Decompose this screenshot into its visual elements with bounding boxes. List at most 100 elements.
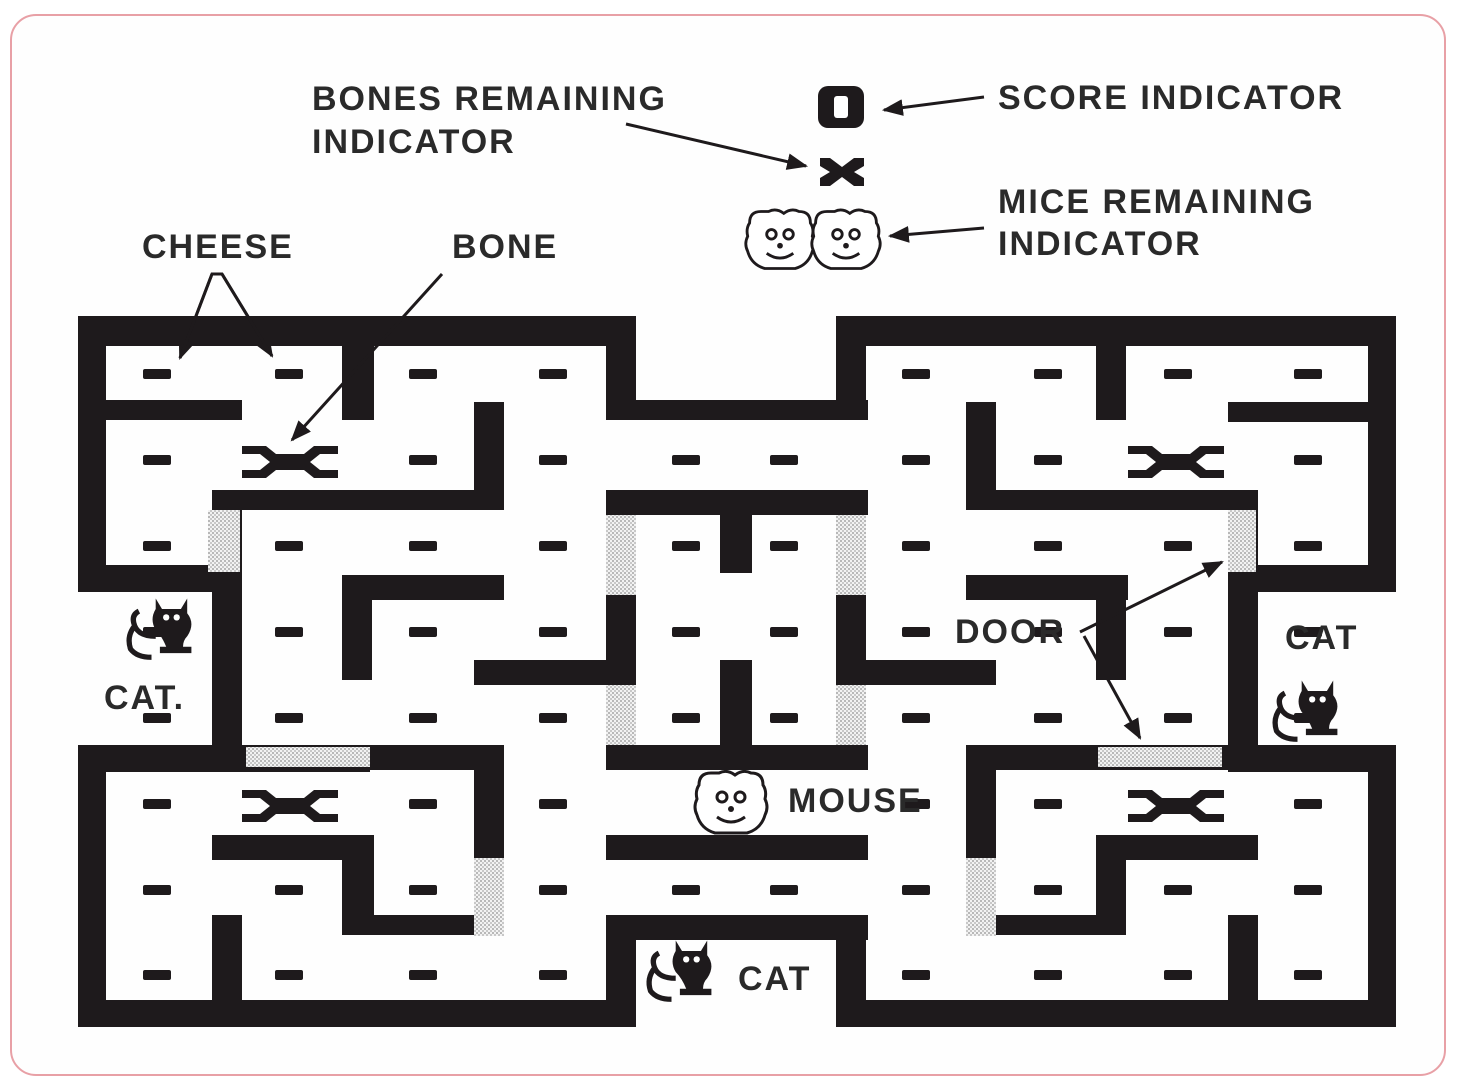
cheese-icon <box>1164 885 1192 895</box>
maze-wall <box>78 316 106 592</box>
cheese-icon <box>143 885 171 895</box>
maze-wall <box>606 915 868 940</box>
maze-wall <box>836 1000 1396 1027</box>
cheese-icon <box>409 799 437 809</box>
cheese-icon <box>902 885 930 895</box>
cheese-icon <box>409 885 437 895</box>
cheese-icon <box>1164 713 1192 723</box>
cheese-icon <box>1164 627 1192 637</box>
cheese-icon <box>275 541 303 551</box>
cheese-icon <box>143 541 171 551</box>
maze-wall <box>606 490 868 515</box>
cheese-icon <box>770 541 798 551</box>
cheese-icon <box>902 541 930 551</box>
cheese-icon <box>672 541 700 551</box>
bones-remaining-label-line1: BONES REMAINING <box>312 78 667 120</box>
cheese-icon <box>1294 455 1322 465</box>
cheese-icon <box>902 455 930 465</box>
cheese-icon <box>902 369 930 379</box>
door <box>246 747 370 767</box>
maze-wall <box>212 915 242 1027</box>
callout-arrow <box>890 228 984 236</box>
door <box>836 515 866 595</box>
door <box>208 510 240 572</box>
bone-label: BONE <box>452 226 558 268</box>
mice-remaining-icon <box>812 210 880 269</box>
cheese-icon <box>409 455 437 465</box>
cheese-icon <box>1034 455 1062 465</box>
mice-remaining-label-line1: MICE REMAINING <box>998 181 1315 223</box>
cheese-icon <box>672 455 700 465</box>
cheese-icon <box>275 713 303 723</box>
maze-wall <box>720 515 752 573</box>
cheese-icon <box>539 369 567 379</box>
bones-remaining-label-line2: INDICATOR <box>312 121 516 163</box>
maze-wall <box>966 490 1258 510</box>
cheese-icon <box>1034 369 1062 379</box>
bone-icon <box>242 446 338 478</box>
door <box>836 685 866 745</box>
cat-label-right: CAT <box>1285 617 1358 659</box>
cheese-label: CHEESE <box>142 226 294 268</box>
cheese-icon <box>539 713 567 723</box>
maze-wall <box>606 745 868 770</box>
cheese-icon <box>539 885 567 895</box>
maze-wall <box>1368 316 1396 592</box>
maze-wall <box>720 660 752 745</box>
cheese-icon <box>539 799 567 809</box>
maze-wall <box>1228 402 1368 422</box>
maze-wall <box>78 316 636 346</box>
maze-wall <box>474 660 636 685</box>
cheese-icon <box>1034 970 1062 980</box>
maze-wall <box>996 915 1126 935</box>
cheese-icon <box>1294 970 1322 980</box>
cat-label-left: CAT. <box>104 677 185 719</box>
cat-icon <box>129 599 191 658</box>
maze-wall <box>1368 745 1396 1027</box>
door <box>606 685 636 745</box>
cheese-icon <box>143 970 171 980</box>
cheese-icon <box>143 369 171 379</box>
cheese-icon <box>539 541 567 551</box>
cheese-icon <box>143 455 171 465</box>
mice-remaining-icon <box>746 210 814 269</box>
maze-wall <box>212 490 504 510</box>
callout-arrow <box>884 97 984 110</box>
cheese-icon <box>902 970 930 980</box>
maze-wall <box>106 400 242 420</box>
maze-wall <box>1228 915 1258 1027</box>
cat-icon <box>649 941 711 1000</box>
door <box>474 858 504 936</box>
bone-icon <box>1128 790 1224 822</box>
cheese-icon <box>409 627 437 637</box>
cheese-icon <box>1034 799 1062 809</box>
maze-wall <box>78 745 106 1027</box>
mouse-label: MOUSE <box>788 780 923 822</box>
mice-remaining-label-line2: INDICATOR <box>998 223 1202 265</box>
cheese-icon <box>1164 541 1192 551</box>
cheese-icon <box>770 885 798 895</box>
maze-wall <box>1096 346 1126 420</box>
door <box>606 515 636 595</box>
cheese-icon <box>409 713 437 723</box>
score-indicator-icon <box>818 86 864 128</box>
callout-arrow <box>626 124 806 166</box>
door <box>1228 510 1256 572</box>
door <box>1098 747 1222 767</box>
cheese-icon <box>275 885 303 895</box>
cheese-icon <box>672 885 700 895</box>
cheese-icon <box>770 455 798 465</box>
cheese-icon <box>672 713 700 723</box>
cheese-icon <box>1034 885 1062 895</box>
cheese-icon <box>409 369 437 379</box>
cheese-icon <box>1164 369 1192 379</box>
cheese-icon <box>1294 541 1322 551</box>
maze-wall <box>342 346 374 420</box>
maze-wall <box>78 1000 636 1027</box>
cheese-icon <box>409 970 437 980</box>
cheese-icon <box>1164 970 1192 980</box>
cheese-icon <box>902 713 930 723</box>
cheese-icon <box>672 627 700 637</box>
maze-wall <box>606 835 868 860</box>
